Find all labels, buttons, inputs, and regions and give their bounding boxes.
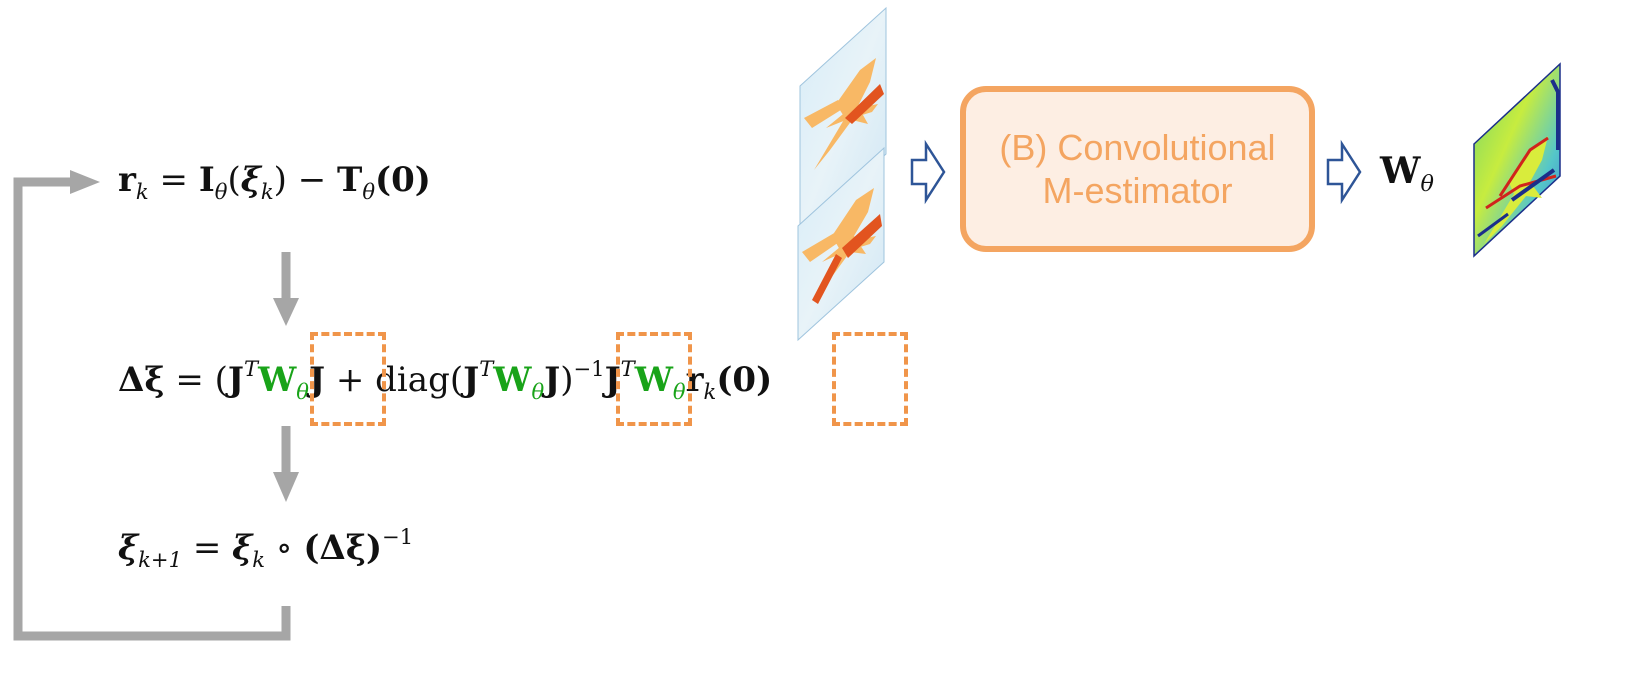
module-title-line2: M-estimator — [1042, 169, 1232, 212]
residual-I: I — [199, 160, 215, 200]
block-arrow-to-module — [912, 144, 944, 200]
compose-paren: (Δξ) — [303, 528, 382, 568]
residual-r: r — [118, 160, 136, 200]
highlight-box-weight-1 — [310, 332, 386, 426]
highlight-box-weight-3 — [832, 332, 908, 426]
update-J4: J — [544, 360, 560, 400]
output-weight-label: Wθ — [1380, 150, 1434, 192]
compose-eq: = — [193, 528, 222, 568]
residual-T-sub: θ — [362, 179, 375, 204]
update-close-sup: −1 — [574, 356, 605, 381]
update-r-sub: k — [704, 379, 717, 404]
residual-I-sub: θ — [215, 179, 228, 204]
update-J1: J — [228, 360, 244, 400]
residual-xi-sub: k — [261, 179, 274, 204]
update-W1: W — [258, 360, 296, 400]
update-J1-sup: T — [244, 356, 258, 381]
residual-T: T — [337, 160, 362, 200]
output-W-sub: θ — [1420, 171, 1433, 197]
update-lhs: Δξ — [118, 360, 165, 400]
compose-paren-sup: −1 — [382, 524, 413, 549]
compose-lhs-sub: k+1 — [138, 547, 182, 572]
module-title-line1: (B) Convolutional — [999, 126, 1275, 169]
update-eq: = ( — [175, 360, 228, 400]
update-close: ) — [560, 360, 573, 400]
highlight-box-weight-2 — [616, 332, 692, 426]
compose-equation: ξk+1 = ξk ∘ (Δξ)−1 — [118, 528, 413, 568]
update-r-arg: (0) — [716, 360, 772, 400]
residual-equation: rk = Iθ(ξk) − Tθ(0) — [118, 160, 431, 200]
down-arrow-2 — [273, 426, 299, 502]
weight-map-output — [1474, 64, 1560, 256]
output-W: W — [1380, 150, 1420, 192]
residual-minus: − — [298, 160, 327, 200]
update-J3: J — [463, 360, 479, 400]
down-arrow-1 — [273, 252, 299, 326]
residual-eq-sign: = — [160, 160, 189, 200]
residual-I-open: ( — [227, 160, 240, 200]
compose-rhs-sub: k — [252, 547, 265, 572]
feedback-arrowhead — [70, 170, 100, 194]
update-W2: W — [493, 360, 531, 400]
update-J3-sup: T — [479, 356, 493, 381]
compose-rhs: ξ — [232, 528, 252, 568]
compose-lhs: ξ — [118, 528, 138, 568]
residual-xi: ξ — [241, 160, 261, 200]
block-arrow-to-output — [1328, 144, 1360, 200]
m-estimator-module: (B) Convolutional M-estimator — [960, 86, 1315, 252]
update-W2-sub: θ — [531, 379, 544, 404]
residual-r-sub: k — [136, 179, 149, 204]
compose-op: ∘ — [276, 528, 293, 568]
update-W1-sub: θ — [296, 379, 309, 404]
residual-T-arg: (0) — [375, 160, 431, 200]
residual-I-close: ) — [274, 160, 287, 200]
